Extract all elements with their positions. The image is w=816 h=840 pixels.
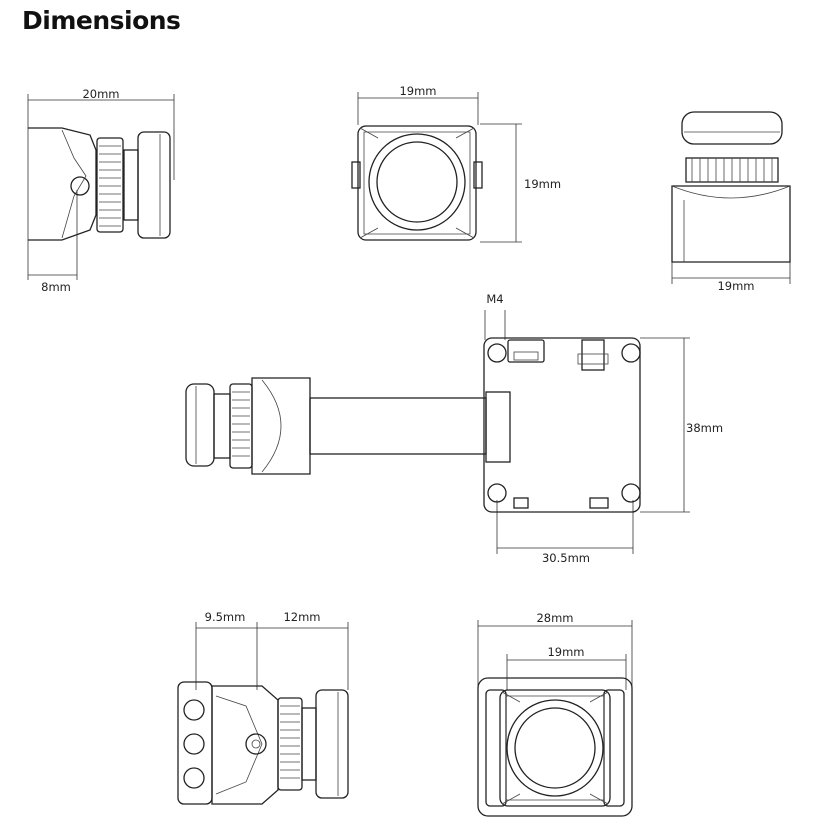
dim-label-front-inner: 19mm — [547, 645, 584, 659]
dim-label-mount: M4 — [486, 292, 503, 306]
dim-label-iso-width: 19mm — [717, 279, 754, 293]
dim-label-front-outer: 28mm — [536, 611, 573, 625]
camera-side-view-2 — [177, 622, 349, 805]
dim-label-board-height: 38mm — [686, 421, 723, 435]
dim-label-front-height: 19mm — [524, 177, 561, 191]
camera-side-view — [27, 94, 175, 280]
dim-label-side-b: 12mm — [283, 610, 320, 624]
camera-board-view — [185, 310, 690, 554]
camera-front-view-2 — [477, 620, 633, 817]
dim-label-side-offset: 8mm — [41, 280, 71, 294]
camera-front-view — [351, 92, 522, 243]
dim-label-side-width: 20mm — [82, 87, 119, 101]
page-title: Dimensions — [22, 6, 181, 35]
dim-label-front-width: 19mm — [399, 84, 436, 98]
dim-label-hole-spacing: 30.5mm — [542, 551, 590, 565]
camera-iso-view — [671, 111, 791, 284]
dim-label-side-a: 9.5mm — [205, 610, 246, 624]
